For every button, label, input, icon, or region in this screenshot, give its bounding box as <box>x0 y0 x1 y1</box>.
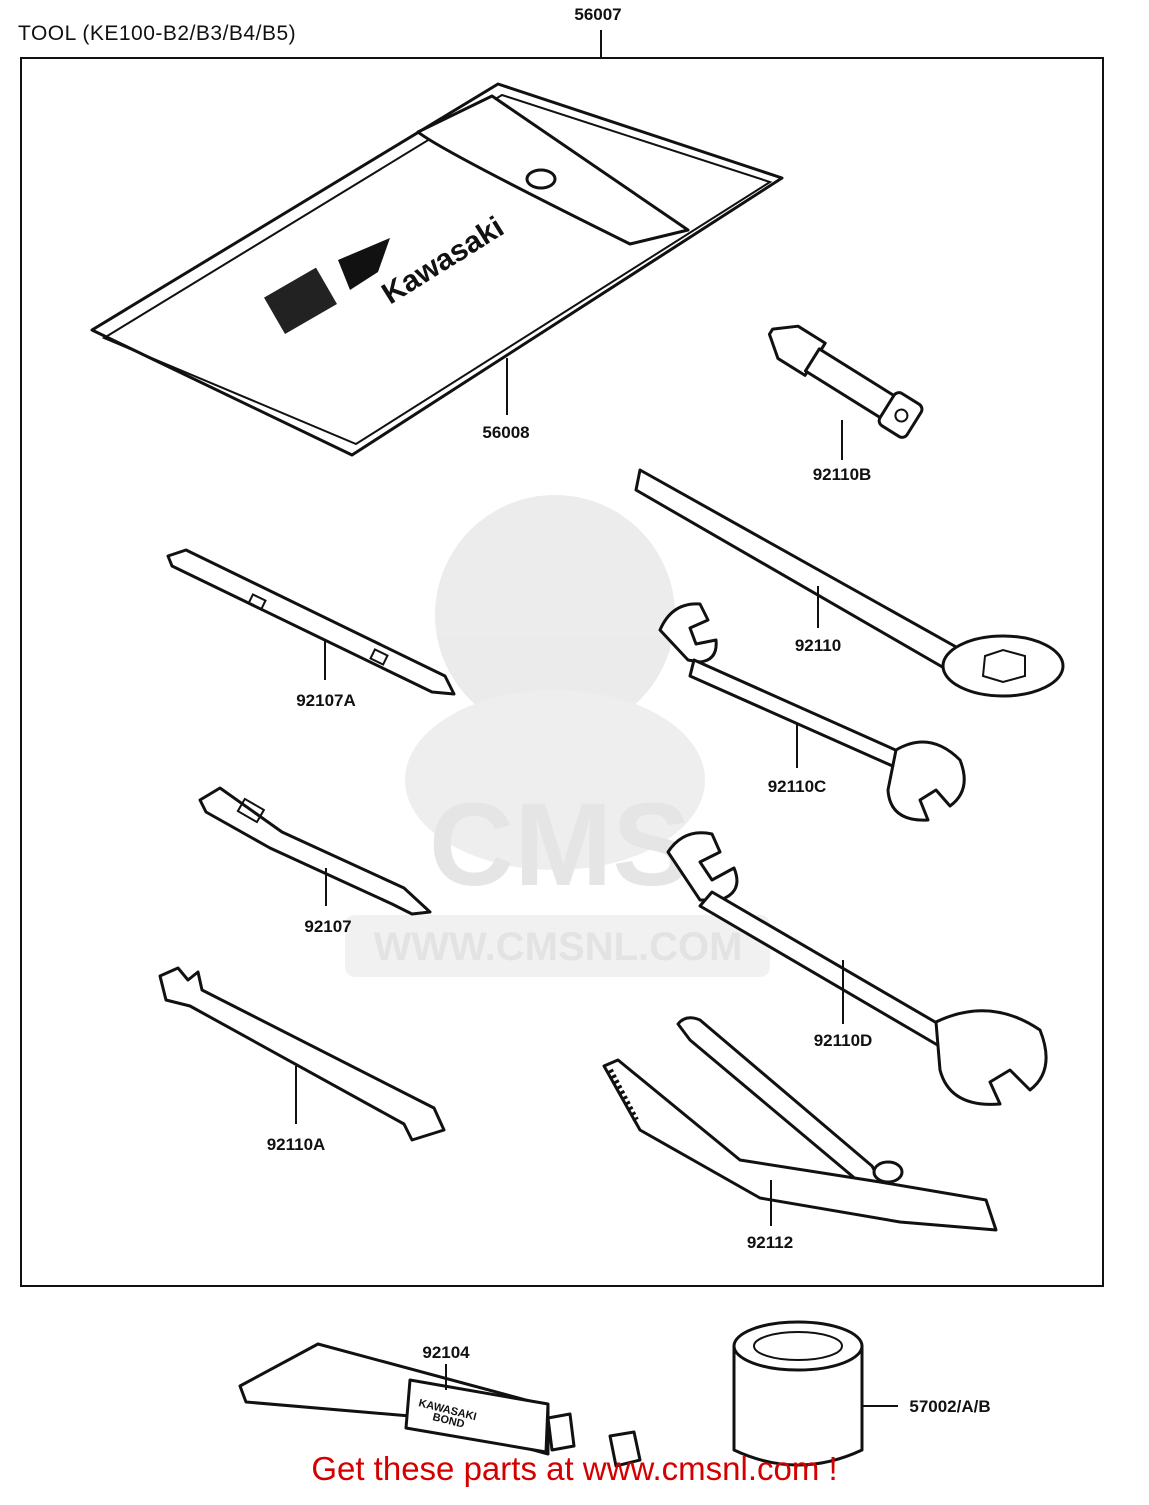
kit-frame <box>20 57 1104 1287</box>
spark-plug-socket <box>767 324 924 439</box>
watermark-mascot-head <box>435 495 675 735</box>
watermark-mascot-body <box>405 690 705 870</box>
tool-pouch: Kawasaki <box>90 82 784 457</box>
open-end-wrench-small <box>658 602 966 822</box>
label-56007: 56007 <box>574 5 621 24</box>
pouch-logo-mark <box>338 238 390 290</box>
label-92110: 92110 <box>795 636 841 655</box>
bond-tube: KAWASAKI BOND <box>238 1342 642 1468</box>
label-92110B: 92110B <box>813 465 872 484</box>
pouch-snap-button <box>525 168 557 190</box>
watermark-url-band <box>345 915 770 977</box>
pouch-flap <box>416 94 690 246</box>
label-57002: 57002/A/B <box>909 1397 990 1416</box>
watermark-brand: CMS <box>429 779 691 911</box>
label-92112: 92112 <box>747 1233 793 1252</box>
label-92110C: 92110C <box>768 777 827 796</box>
screwdriver-phillips <box>198 786 432 916</box>
grease-can <box>732 1320 864 1467</box>
box-wrench <box>634 468 1065 698</box>
label-92107: 92107 <box>304 917 351 936</box>
pouch-emblem <box>264 267 337 335</box>
open-end-wrench-large <box>666 831 1048 1106</box>
footer-link[interactable]: Get these parts at www.cmsnl.com ! <box>311 1450 838 1487</box>
double-end-wrench <box>158 966 446 1142</box>
diagram-title: TOOL (KE100-B2/B3/B4/B5) <box>18 22 297 45</box>
label-92110A: 92110A <box>267 1135 326 1154</box>
label-56008: 56008 <box>482 423 529 442</box>
pliers <box>602 1016 998 1232</box>
watermark: CMS WWW.CMSNL.COM <box>345 495 770 977</box>
label-92107A: 92107A <box>296 691 356 710</box>
label-92104: 92104 <box>422 1343 470 1362</box>
watermark-url: WWW.CMSNL.COM <box>374 925 743 969</box>
label-92110D: 92110D <box>814 1031 873 1050</box>
screwdriver-flat <box>166 548 456 696</box>
